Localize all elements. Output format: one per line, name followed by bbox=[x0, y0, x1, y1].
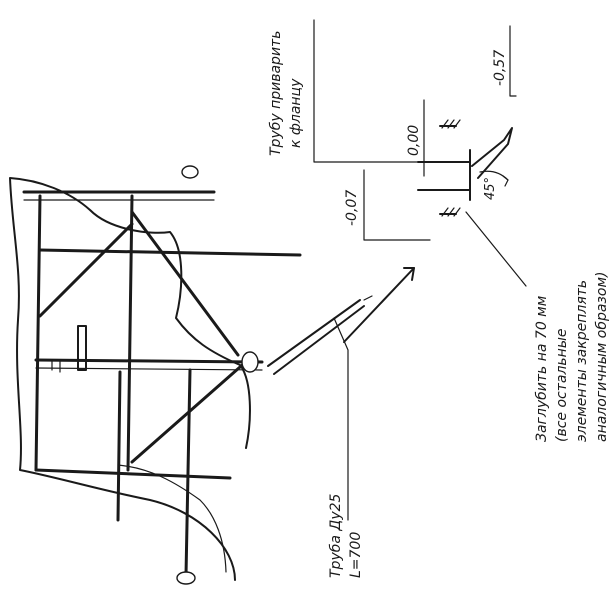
sheet-inner-edge bbox=[117, 464, 227, 573]
depth-note-line4: аналогичным образом) bbox=[594, 272, 610, 442]
depth-note-line1: Заглубить на 70 мм bbox=[534, 295, 550, 442]
angle-label: 45° bbox=[483, 177, 498, 200]
level-057-line bbox=[509, 25, 517, 97]
detail-view bbox=[313, 19, 527, 287]
depth-note-line2: (все остальные bbox=[554, 329, 570, 443]
loose-pipe bbox=[267, 295, 373, 521]
direction-arrow bbox=[343, 267, 415, 343]
pipe-note-line1: Труба Ду25 bbox=[328, 493, 344, 578]
level-007-line bbox=[363, 169, 431, 241]
tube-left-a bbox=[34, 194, 42, 472]
tube-left-b bbox=[126, 194, 134, 472]
tube-bottom bbox=[34, 468, 232, 480]
detail-stake bbox=[471, 127, 513, 179]
level-007-label: -0,07 bbox=[344, 190, 360, 226]
tube-mid-2 bbox=[34, 358, 264, 364]
brace-diag-1 bbox=[130, 210, 240, 357]
sheet-outline bbox=[9, 177, 251, 581]
frame-structure bbox=[9, 165, 302, 585]
level-000-label: 0,00 bbox=[406, 125, 422, 156]
tube-lower-a bbox=[184, 368, 192, 577]
tube-lower-b bbox=[116, 370, 122, 522]
depth-note-line3: элементы закреплять bbox=[574, 280, 590, 442]
level-057-label: -0,57 bbox=[492, 50, 508, 86]
tube-mid-1 bbox=[38, 248, 302, 257]
brace-diag-3 bbox=[38, 222, 134, 318]
weld-leader bbox=[313, 19, 431, 163]
detail-pipe bbox=[417, 161, 471, 191]
flange-top bbox=[181, 165, 199, 179]
pipe-leader bbox=[333, 317, 349, 521]
depth-leader bbox=[465, 211, 527, 287]
weld-note-line2: к фланцу bbox=[288, 78, 304, 148]
weld-note-line1: Трубу приварить bbox=[268, 31, 284, 156]
pipe-note-line2: L=700 bbox=[348, 532, 364, 578]
flange-right bbox=[241, 351, 259, 373]
annotations: Трубу приварить к фланцу 0,00 -0,57 -0,0… bbox=[268, 31, 610, 578]
flange-bottom bbox=[176, 571, 196, 585]
